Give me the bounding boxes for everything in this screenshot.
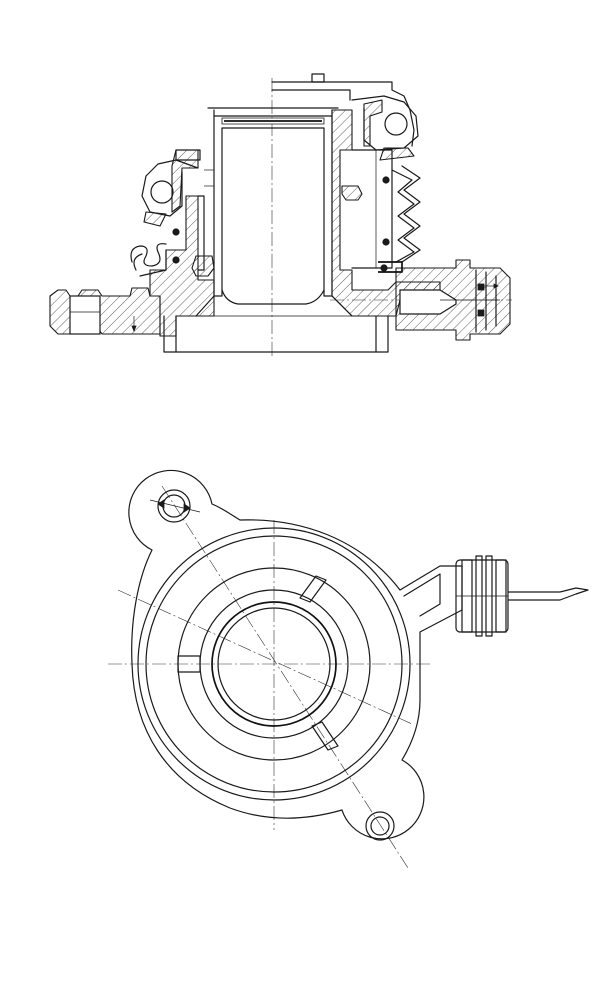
housing-base	[163, 315, 389, 353]
guide-tube	[213, 109, 333, 297]
section-view	[49, 73, 512, 356]
piston-head	[271, 81, 415, 147]
plan-centerline-diagonal	[161, 485, 409, 869]
ring-bore-inner	[217, 607, 331, 721]
mounting-lug-bottom	[365, 811, 395, 841]
release-bearing-left	[141, 149, 201, 227]
ring-bore-outer	[211, 601, 337, 727]
plan-view	[108, 469, 589, 869]
seal-right	[341, 185, 363, 201]
seal-left	[191, 255, 215, 277]
feed-pipe	[507, 587, 589, 601]
rib-slot-top	[299, 575, 327, 603]
spring-coil	[130, 243, 167, 271]
mounting-flange-left	[49, 287, 161, 335]
plan-centerline-port	[117, 589, 413, 725]
ring-2	[145, 535, 403, 793]
housing-outline	[128, 469, 463, 840]
mounting-lug-top	[149, 489, 201, 523]
guide-tube-lip	[207, 107, 339, 117]
dust-boot	[391, 165, 421, 263]
flange-hole	[69, 295, 101, 335]
rib-slot-left	[177, 655, 201, 673]
port-bore	[399, 289, 457, 315]
rib-slot-bottom	[311, 721, 339, 751]
ring-outer	[137, 527, 411, 801]
release-bearing-right	[351, 95, 419, 161]
hydraulic-connector	[455, 555, 509, 637]
